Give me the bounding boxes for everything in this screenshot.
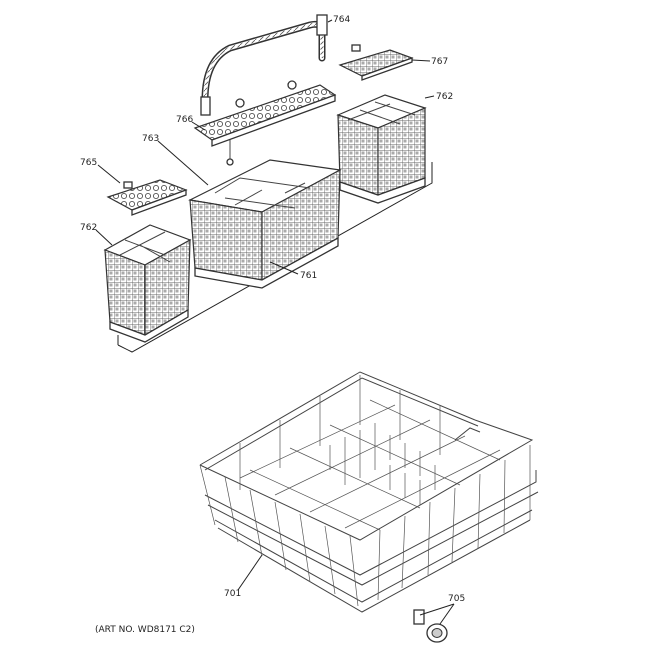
label-705: 705 <box>448 594 465 604</box>
basket-lid-right <box>338 44 414 81</box>
leader-lines <box>95 19 455 625</box>
art-number: (ART NO. WD8171 C2) <box>95 625 195 635</box>
label-762-top: 762 <box>436 92 453 102</box>
basket-small-right <box>336 94 427 204</box>
label-766: 766 <box>176 115 193 125</box>
label-763: 763 <box>142 134 159 144</box>
basket-large-center <box>188 159 342 289</box>
label-761: 761 <box>300 271 317 281</box>
label-767: 767 <box>431 57 448 67</box>
label-764: 764 <box>333 15 350 25</box>
basket-lid-center <box>193 80 337 166</box>
basket-lid-left <box>106 179 188 216</box>
lower-rack <box>199 371 539 613</box>
rack-wheel <box>413 609 448 643</box>
basket-handle <box>200 14 328 116</box>
basket-small-left <box>103 224 192 343</box>
label-765: 765 <box>80 158 97 168</box>
label-701: 701 <box>224 589 241 599</box>
label-762-left: 762 <box>80 223 97 233</box>
